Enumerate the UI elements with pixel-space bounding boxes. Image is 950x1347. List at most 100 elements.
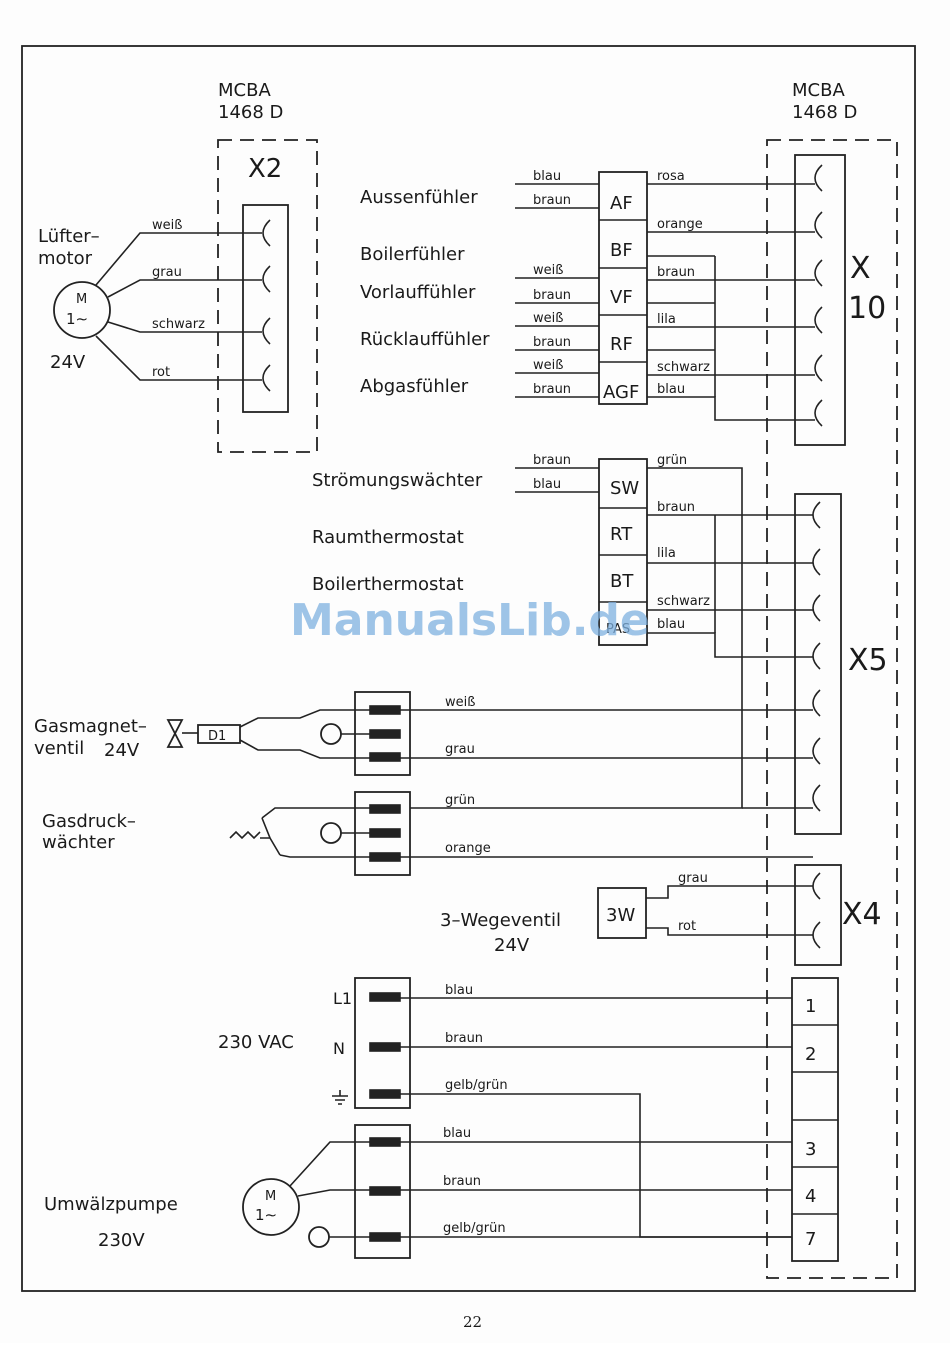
x5-block <box>794 493 842 835</box>
sensor-name-aussen: Aussenfühler <box>360 187 478 208</box>
gas-pressure-wires <box>261 807 813 858</box>
agf-wire-top: weiß <box>533 358 563 373</box>
mains-n: N <box>333 1039 345 1058</box>
gas-pressure-wire-bottom: orange <box>445 841 491 856</box>
gas-pressure-label-line1: Gasdruck– <box>42 811 136 832</box>
pump-motor-icon <box>242 1178 300 1236</box>
x10-label-b: 10 <box>848 291 886 326</box>
pump-plug <box>354 1124 411 1259</box>
terminal-7: 7 <box>805 1229 816 1250</box>
switch-name-sw: Strömungswächter <box>312 470 483 491</box>
bt-wire-right: schwarz <box>657 594 710 609</box>
mains-label: 230 VAC <box>218 1032 294 1053</box>
diode-label: D1 <box>208 729 226 744</box>
terminal-1: 1 <box>805 996 816 1017</box>
fan-wires <box>95 232 262 381</box>
x5-pins <box>812 501 821 812</box>
page-number: 22 <box>463 1313 482 1331</box>
ground-icon <box>308 1226 330 1248</box>
fan-wire-1: weiß <box>152 218 182 233</box>
sensor-name-boiler: Boilerfühler <box>360 244 465 265</box>
ground-icon <box>320 822 342 844</box>
three-way-wire-top: grau <box>678 871 708 886</box>
pump-wire-3: gelb/grün <box>443 1221 506 1236</box>
pump-wire-2: braun <box>443 1174 481 1189</box>
sensor-name-vorlauf: Vorlauffühler <box>360 282 476 303</box>
vf-wire-top: weiß <box>533 263 563 278</box>
pump-motor-phase: 1∼ <box>255 1206 277 1224</box>
header-left-line2: 1468 D <box>218 102 283 123</box>
three-way-label: 3–Wegeventil <box>440 910 561 931</box>
x4-label: X4 <box>842 897 882 932</box>
pump-wires <box>289 1141 792 1238</box>
mains-wire-3: gelb/grün <box>445 1078 508 1093</box>
three-way-wires <box>646 885 813 936</box>
gas-pressure-wire-top: grün <box>445 793 475 808</box>
pressure-switch-icon <box>229 817 281 856</box>
x4-block <box>794 864 842 966</box>
ground-icon <box>332 1090 348 1105</box>
mains-wire-1: blau <box>445 983 473 998</box>
diode-d1 <box>197 724 241 744</box>
header-left-line1: MCBA <box>218 80 271 101</box>
x2-label: X2 <box>248 154 282 184</box>
mains-pins <box>369 992 401 1099</box>
switch-code-pas: PAS <box>606 622 630 637</box>
sensor-name-abgas: Abgasfühler <box>360 376 469 397</box>
fan-wire-4: rot <box>152 365 170 380</box>
switch-name-bt: Boilerthermostat <box>312 574 464 595</box>
sw-wire-left-top: braun <box>533 453 571 468</box>
pump-label: Umwälzpumpe <box>44 1194 178 1215</box>
mcba-right-housing <box>766 139 898 1279</box>
gas-valve-voltage: 24V <box>104 740 140 761</box>
sensor-code-vf: VF <box>610 287 633 308</box>
switch-code-rt: RT <box>610 524 633 545</box>
agf-wire-right-bottom: blau <box>657 382 685 397</box>
switch-right-wires <box>410 467 813 809</box>
ground-icon <box>320 723 342 745</box>
rf-wire-bottom: braun <box>533 335 571 350</box>
af-wire-right: rosa <box>657 169 685 184</box>
switch-boxes <box>598 458 648 646</box>
terminal-4: 4 <box>805 1186 816 1207</box>
gas-valve-label-line2: ventil <box>34 738 84 759</box>
bf-wire-right: orange <box>657 217 703 232</box>
fan-voltage: 24V <box>50 352 86 373</box>
af-wire-top: blau <box>533 169 561 184</box>
x2-pins <box>262 219 271 392</box>
switch-code-bt: BT <box>610 571 634 592</box>
switch-code-sw: SW <box>610 478 639 499</box>
fan-label-line2: motor <box>38 248 93 269</box>
fan-label-line1: Lüfter– <box>38 226 100 247</box>
fan-motor-icon <box>53 281 111 339</box>
three-way-valve-box <box>597 887 647 939</box>
sensor-code-agf: AGF <box>603 382 639 403</box>
x10-pins <box>814 164 823 427</box>
rt-wire-right: lila <box>657 546 676 561</box>
x4-pins <box>812 872 821 949</box>
vf-wire-right: braun <box>657 265 695 280</box>
gas-valve-wire-bottom: grau <box>445 742 475 757</box>
pas-wire-right: blau <box>657 617 685 632</box>
fan-wire-3: schwarz <box>152 317 205 332</box>
gas-valve-pins <box>369 705 401 762</box>
sensor-right-wires <box>647 183 815 421</box>
fan-motor-symbol: M <box>76 292 87 307</box>
sensor-name-ruecklauf: Rücklauffühler <box>360 329 490 350</box>
sensor-left-wires <box>515 183 599 398</box>
mains-plug <box>354 977 411 1109</box>
x10-block <box>794 154 846 446</box>
gas-valve-wire-top: weiß <box>445 695 475 710</box>
fan-wire-2: grau <box>152 265 182 280</box>
sw-wire-right-bottom: braun <box>657 500 695 515</box>
switch-name-rt: Raumthermostat <box>312 527 464 548</box>
sw-wire-right-top: grün <box>657 453 687 468</box>
rf-wire-right: lila <box>657 312 676 327</box>
sensor-code-bf: BF <box>610 240 633 261</box>
terminal-2: 2 <box>805 1044 816 1065</box>
pump-voltage: 230V <box>98 1230 145 1251</box>
sw-left-wires <box>515 467 599 493</box>
pump-motor-symbol: M <box>265 1189 276 1204</box>
gas-pressure-label-line2: wächter <box>42 832 115 853</box>
